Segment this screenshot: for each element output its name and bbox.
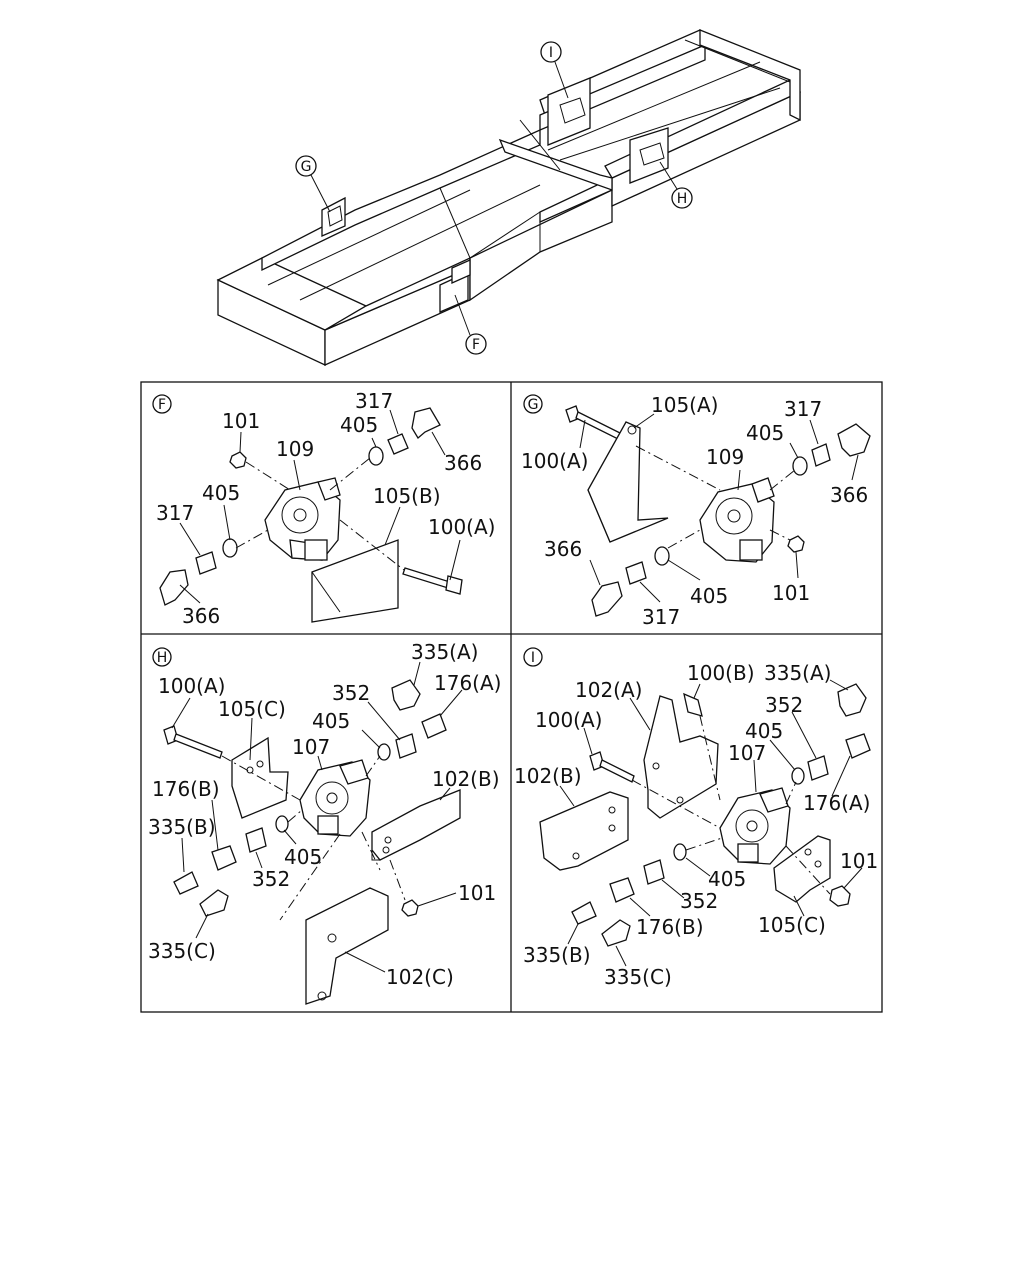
panel-F: F — [152, 389, 495, 628]
part-number-label: 405 — [340, 413, 378, 437]
callout-letter: H — [677, 191, 688, 207]
part-number-label: 317 — [784, 397, 822, 421]
callout-letter: F — [472, 337, 480, 353]
part-number-label: 100(A) — [535, 708, 602, 732]
bolt-100a-icon — [575, 411, 623, 441]
elbow-366-icon — [411, 407, 441, 439]
callout-I: I — [540, 41, 569, 99]
part-number-label: 366 — [544, 537, 582, 561]
part-number-label: 405 — [284, 845, 322, 869]
part-number-label: 317 — [642, 605, 680, 629]
bolt-100a-icon — [402, 567, 451, 589]
callout-letter: F — [158, 397, 166, 413]
part-number-label: 335(C) — [604, 965, 672, 989]
part-number-label: 335(C) — [148, 939, 216, 963]
part-number-label: 100(A) — [428, 515, 495, 539]
part-number-label: 352 — [765, 693, 803, 717]
part-number-label: 101 — [772, 581, 810, 605]
panel-H: H — [148, 640, 501, 1005]
part-number-label: 100(A) — [158, 674, 225, 698]
part-number-label: 352 — [680, 889, 718, 913]
part-number-label: 100(A) — [521, 449, 588, 473]
nut-101-icon — [229, 451, 247, 469]
part-number-label: 317 — [156, 501, 194, 525]
panel-G: G — [521, 393, 871, 629]
part-number-label: 352 — [252, 867, 290, 891]
part-number-label: 102(C) — [386, 965, 454, 989]
part-number-label: 405 — [312, 709, 350, 733]
part-number-label: 405 — [746, 421, 784, 445]
chassis-frame — [216, 29, 802, 367]
part-number-label: 102(B) — [514, 764, 582, 788]
part-number-label: 317 — [355, 389, 393, 413]
valve-107-icon — [299, 759, 371, 837]
callout-letter: I — [549, 45, 553, 61]
fitting-317-icon — [387, 433, 409, 455]
part-number-label: 366 — [182, 604, 220, 628]
part-number-label: 335(B) — [523, 943, 591, 967]
valve-109-icon — [699, 477, 775, 563]
callout-G: G — [295, 155, 331, 213]
part-number-label: 107 — [292, 735, 330, 759]
panel-I: I — [514, 647, 878, 989]
part-number-label: 176(A) — [434, 671, 501, 695]
part-number-label: 176(A) — [803, 791, 870, 815]
part-number-label: 366 — [830, 483, 868, 507]
part-number-label: 405 — [708, 867, 746, 891]
callout-H: H — [659, 161, 693, 209]
part-number-label: 101 — [840, 849, 878, 873]
washer-405-icon — [368, 446, 384, 466]
callout-letter: G — [301, 159, 312, 175]
bracket-105a-icon — [587, 421, 669, 543]
callout-letter: H — [157, 650, 168, 666]
part-number-label: 335(B) — [148, 815, 216, 839]
part-number-label: 366 — [444, 451, 482, 475]
callout-F: F — [454, 294, 487, 355]
part-number-label: 102(A) — [575, 678, 642, 702]
part-number-label: 100(B) — [687, 661, 755, 685]
part-number-label: 176(B) — [636, 915, 704, 939]
part-number-label: 105(A) — [651, 393, 718, 417]
part-number-label: 352 — [332, 681, 370, 705]
part-number-label: 405 — [202, 481, 240, 505]
part-number-label: 101 — [458, 881, 496, 905]
callout-letter: I — [531, 650, 535, 666]
part-number-label: 405 — [745, 719, 783, 743]
part-number-label: 102(B) — [432, 767, 500, 791]
valve-109-icon — [264, 477, 341, 561]
part-number-label: 335(A) — [764, 661, 831, 685]
part-number-label: 105(C) — [218, 697, 286, 721]
valve-107-icon — [719, 787, 791, 865]
part-number-label: 109 — [276, 437, 314, 461]
part-number-label: 176(B) — [152, 777, 220, 801]
part-number-label: 405 — [690, 584, 728, 608]
panel-grid — [140, 381, 883, 1013]
part-number-label: 105(C) — [758, 913, 826, 937]
part-number-label: 105(B) — [373, 484, 441, 508]
part-number-label: 107 — [728, 741, 766, 765]
part-number-label: 109 — [706, 445, 744, 469]
part-number-label: 101 — [222, 409, 260, 433]
callout-letter: G — [528, 397, 539, 413]
part-number-label: 335(A) — [411, 640, 478, 664]
bracket-105b-icon — [311, 539, 399, 623]
